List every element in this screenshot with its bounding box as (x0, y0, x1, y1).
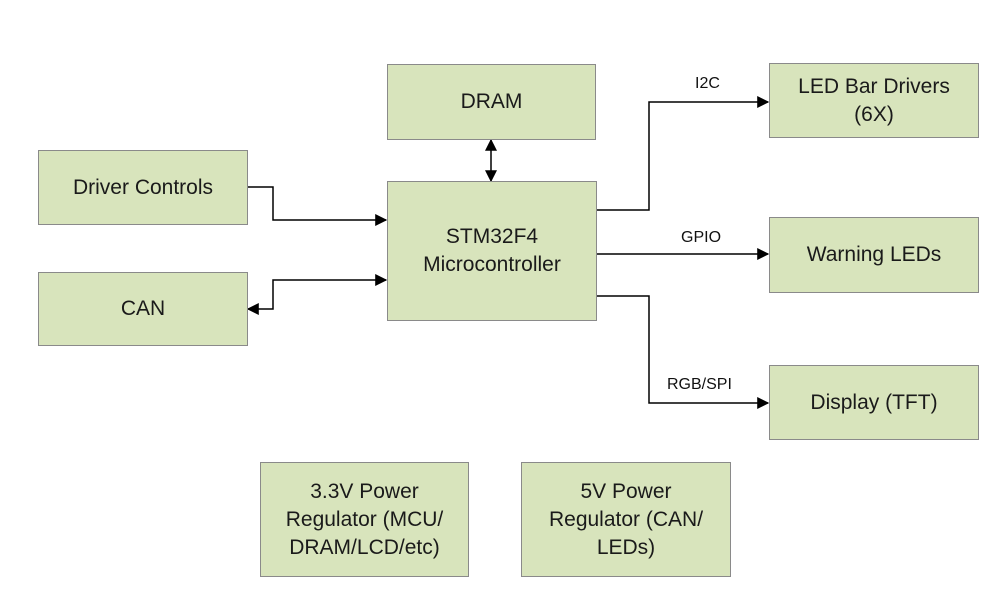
dram-label: DRAM (460, 90, 523, 113)
regulator-5v-label-line-3: LEDs) (596, 535, 656, 559)
can-block: CAN (38, 272, 248, 346)
driver-controls-mcu-wire (248, 186, 388, 226)
mcu-block: STM32F4 Microcontroller (387, 181, 597, 321)
can-label: CAN (120, 297, 166, 320)
regulator-3v3-label-line-3: DRAM/LCD/etc) (289, 535, 440, 559)
warning-leds-block: Warning LEDs (769, 217, 979, 293)
led-bar-drivers-label-line-1: LED Bar Drivers (798, 74, 950, 98)
mcu-led-bar-wire (597, 96, 770, 211)
rgb-spi-label: RGB/SPI (667, 376, 732, 393)
mcu-display-wire (597, 295, 770, 409)
i2c-label: I2C (695, 75, 720, 92)
display-block: Display (TFT) (769, 365, 979, 440)
driver-controls-label: Driver Controls (72, 175, 214, 199)
driver-controls-block: Driver Controls (38, 150, 248, 225)
regulator-5v-block: 5V Power Regulator (CAN/ LEDs) (521, 462, 731, 577)
gpio-label: GPIO (681, 229, 722, 246)
mcu-label-line-2: Microcontroller (423, 253, 561, 276)
led-bar-drivers-block: LED Bar Drivers (6X) (769, 63, 979, 138)
regulator-3v3-label-line-2: Regulator (MCU/ (285, 507, 444, 531)
regulator-5v-label-line-1: 5V Power (580, 479, 672, 503)
led-bar-drivers-label-line-2: (6X) (854, 102, 894, 126)
dram-block: DRAM (387, 64, 596, 140)
regulator-3v3-block: 3.3V Power Regulator (MCU/ DRAM/LCD/etc) (260, 462, 469, 577)
can-mcu-wire (246, 274, 388, 315)
regulator-3v3-label-line-1: 3.3V Power (310, 479, 419, 503)
mcu-label-line-1: STM32F4 (445, 225, 539, 248)
regulator-5v-label-line-2: Regulator (CAN/ (548, 507, 704, 531)
display-label: Display (TFT) (810, 390, 938, 414)
warning-leds-label: Warning LEDs (806, 243, 942, 266)
